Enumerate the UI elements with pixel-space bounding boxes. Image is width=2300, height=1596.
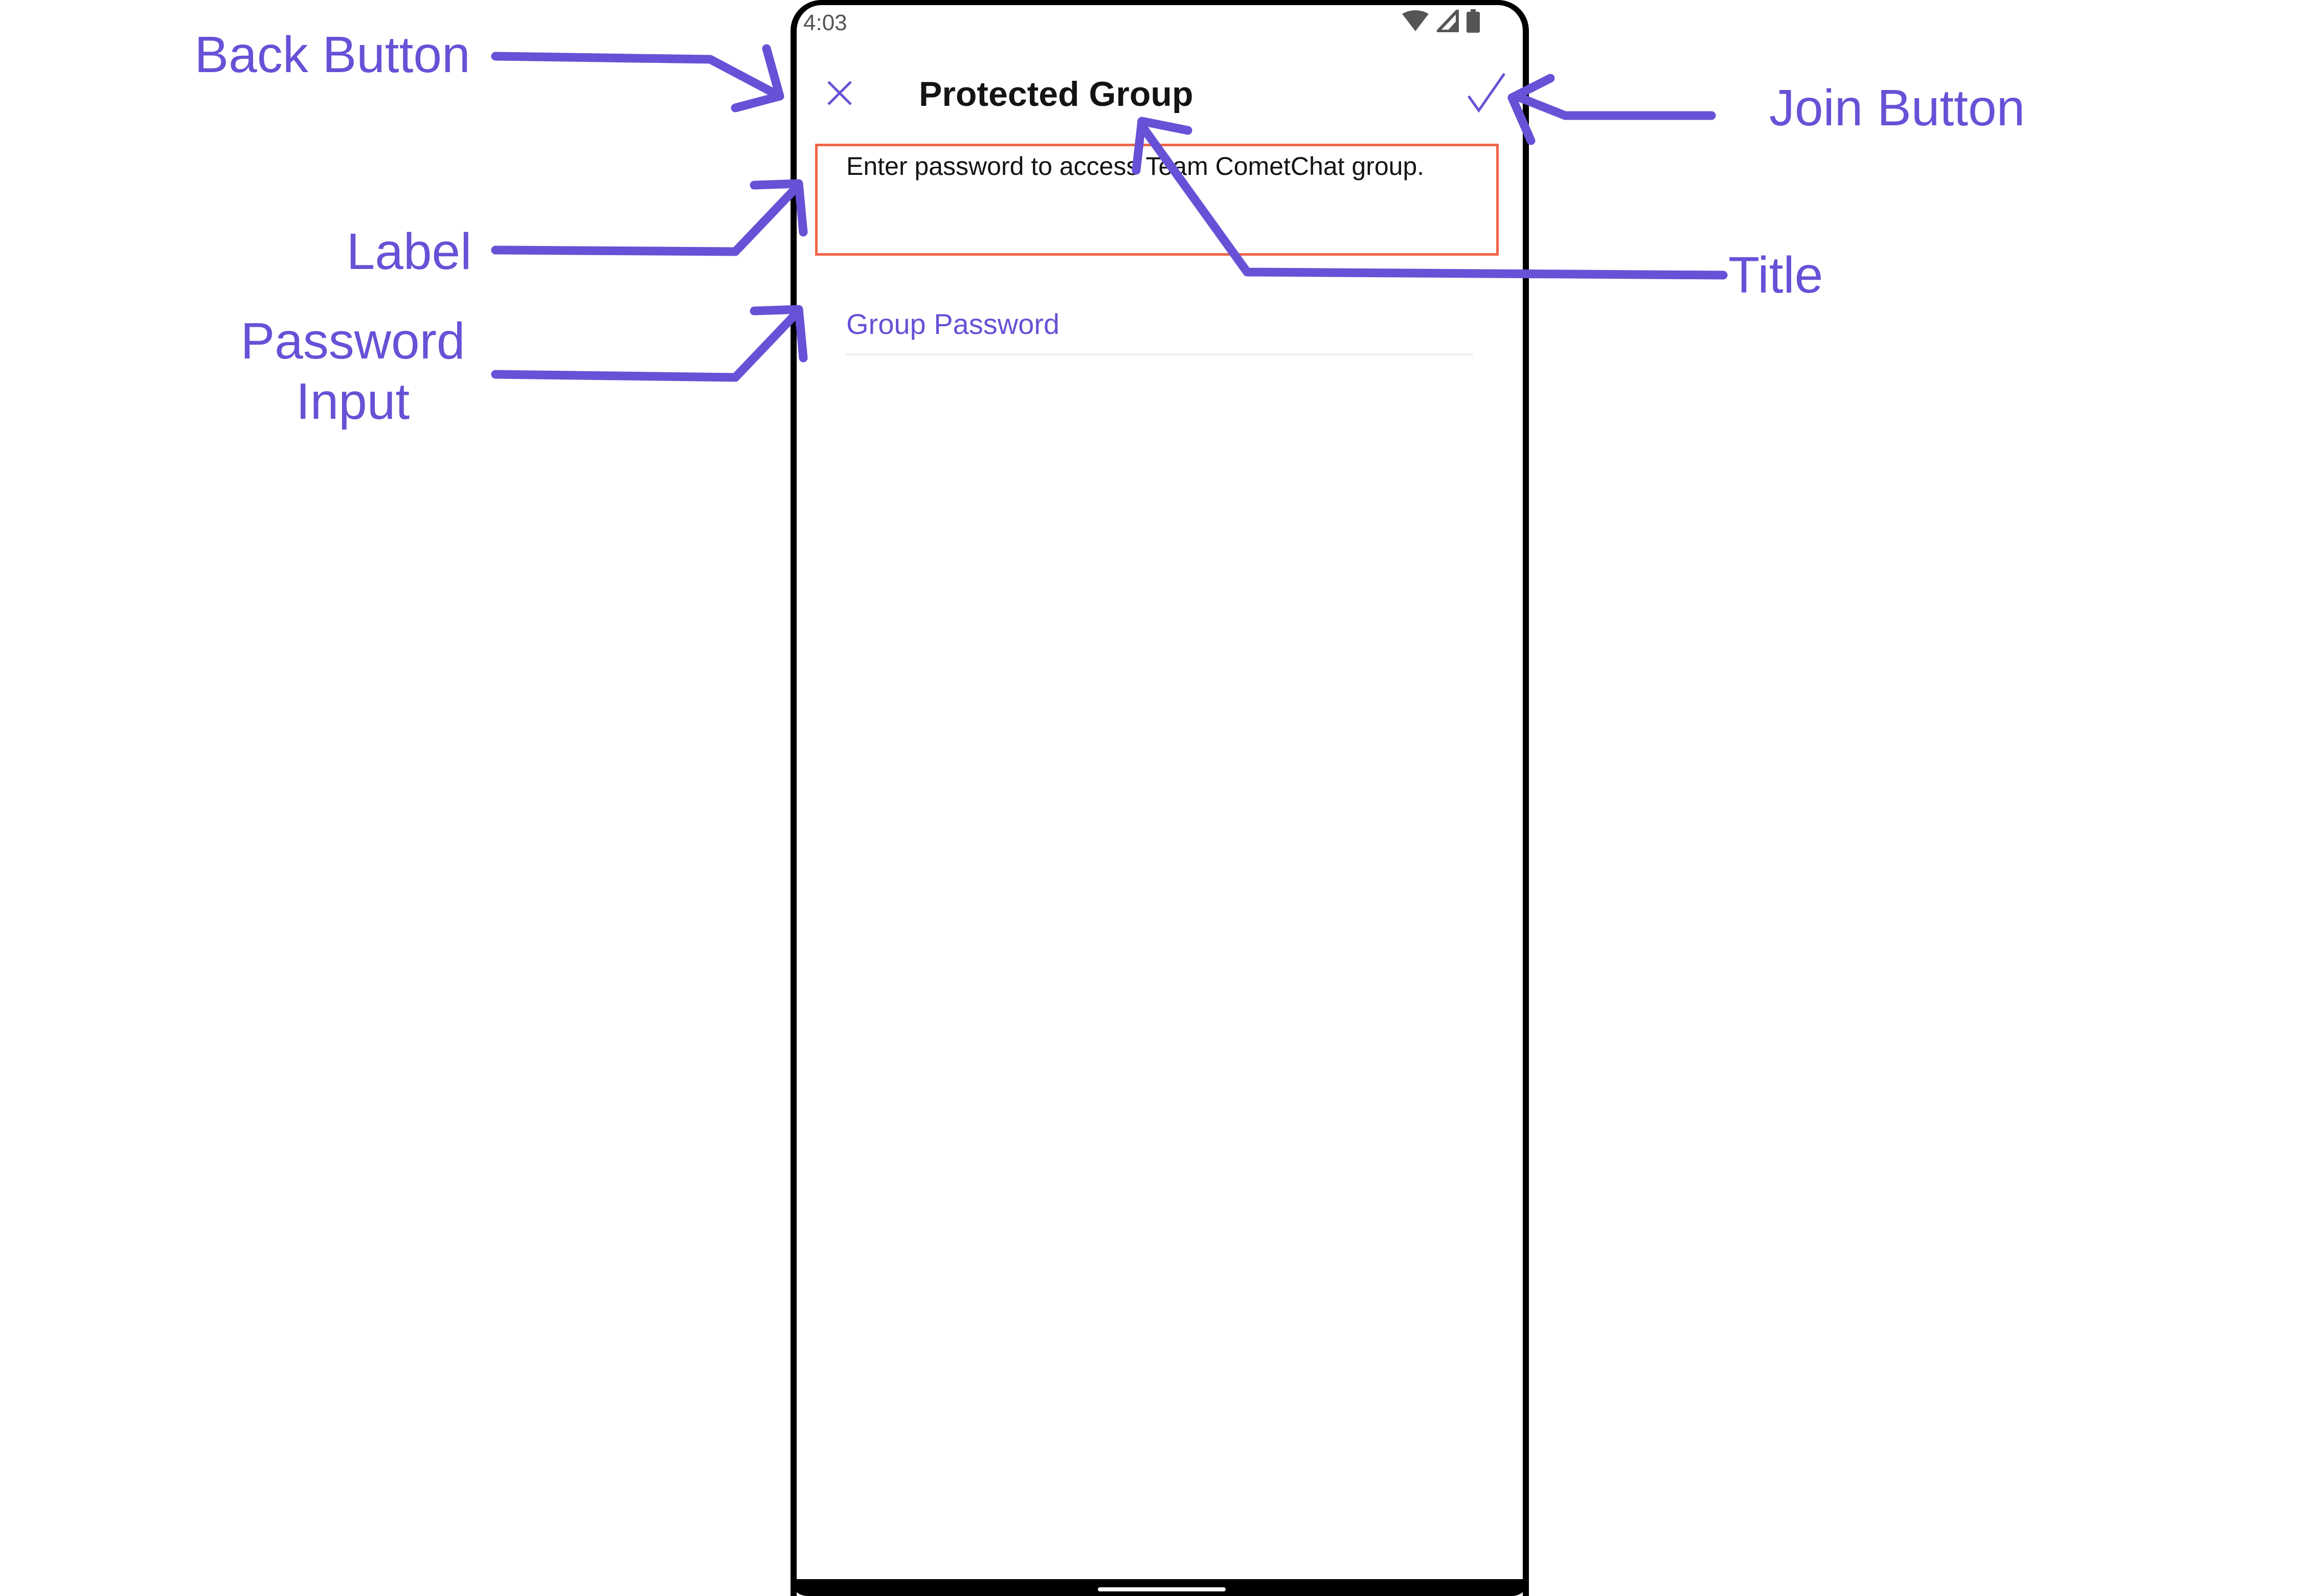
check-icon[interactable]: [1465, 72, 1506, 113]
annotation-back-button: Back Button: [194, 26, 470, 83]
home-indicator[interactable]: [1098, 1587, 1226, 1591]
password-input[interactable]: [846, 294, 1473, 355]
annotation-password-input: Password Input: [240, 312, 465, 430]
page-title: Protected Group: [919, 75, 1193, 114]
annotation-label: Label: [346, 223, 472, 280]
signal-icon: [1437, 10, 1459, 32]
arrow-password-input: [491, 305, 808, 382]
arrow-title: [1132, 117, 1728, 280]
phone-frame: [791, 0, 1529, 1596]
battery-icon: [1467, 9, 1480, 33]
arrow-join-button: [1507, 74, 1716, 145]
status-time: 4:03: [803, 10, 847, 35]
arrow-label: [491, 179, 808, 256]
status-icons: [1401, 9, 1480, 33]
close-icon[interactable]: [823, 77, 856, 109]
annotation-title: Title: [1728, 246, 1823, 304]
wifi-icon: [1402, 10, 1429, 31]
annotation-join-button: Join Button: [1769, 79, 2025, 137]
arrow-back-button: [491, 44, 784, 113]
